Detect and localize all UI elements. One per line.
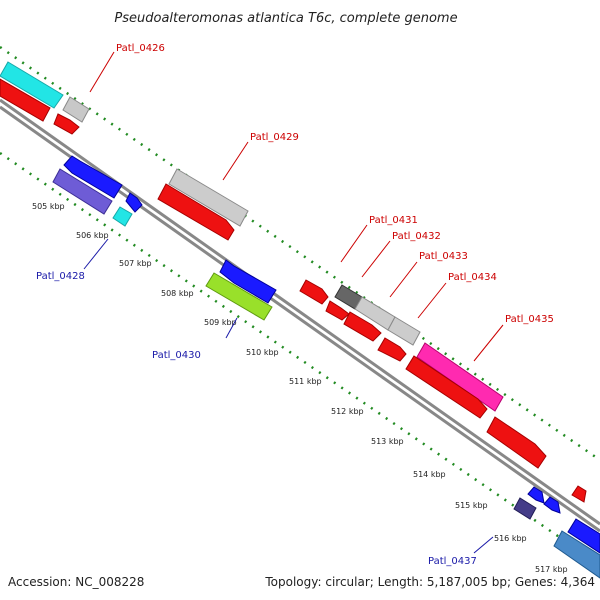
gene-label-patl-0435: Patl_0435 (505, 314, 554, 325)
gene-red-forward-9 (486, 416, 547, 469)
map-title: Pseudoalteromonas atlantica T6c, complet… (114, 11, 457, 26)
gene-red-forward-8 (405, 355, 488, 419)
gene-red-forward-6 (343, 311, 382, 342)
tick-label-506: 506 kbp (76, 231, 109, 240)
gene-grey-forward-2 (168, 168, 249, 227)
tick-label-513: 513 kbp (371, 437, 404, 446)
leader-line-patl-0435 (473, 324, 504, 362)
tick-label-507: 507 kbp (119, 259, 152, 268)
forward-tick-ring (0, 45, 600, 462)
gene-red-forward-7 (377, 337, 407, 362)
leader-line-patl-0430 (225, 317, 238, 339)
gene-label-patl-0433: Patl_0433 (419, 251, 468, 262)
gene-blue-reverse-6 (567, 518, 600, 554)
gene-purple-reverse (52, 168, 113, 215)
tick-label-514: 514 kbp (413, 470, 446, 479)
tick-label-511: 511 kbp (289, 377, 322, 386)
backbone-line-outer (0, 98, 600, 526)
gene-red-forward-10 (571, 485, 587, 503)
tick-label-509: 509 kbp (204, 318, 237, 327)
gene-blue-reverse-3 (219, 259, 277, 304)
gene-steelblue-reverse (553, 530, 600, 579)
tick-label-512: 512 kbp (331, 407, 364, 416)
tick-label-508: 508 kbp (161, 289, 194, 298)
gene-green-reverse (205, 272, 273, 321)
leader-line-patl-0426 (89, 51, 115, 93)
gene-label-patl-0431: Patl_0431 (369, 215, 418, 226)
gene-blue-reverse-5 (543, 496, 561, 514)
tick-label-505: 505 kbp (32, 202, 65, 211)
leader-line-patl-0437 (473, 536, 494, 554)
gene-blue-reverse-1 (63, 155, 123, 199)
gene-label-patl-0430: Patl_0430 (152, 350, 201, 361)
gene-red-forward-4 (299, 279, 329, 305)
leader-line-patl-0433 (389, 261, 418, 298)
accession-text: Accession: NC_008228 (8, 575, 144, 589)
gene-magenta-forward (416, 342, 504, 412)
gene-label-patl-0432: Patl_0432 (392, 231, 441, 242)
gene-grey-forward-1 (62, 96, 90, 123)
gene-red-forward-1 (0, 78, 51, 122)
tick-label-516: 516 kbp (494, 534, 527, 543)
tick-label-510: 510 kbp (246, 348, 279, 357)
reverse-tick-ring (0, 151, 600, 567)
gene-label-patl-0437: Patl_0437 (428, 556, 477, 567)
gene-red-forward-2 (53, 113, 80, 135)
gene-label-patl-0434: Patl_0434 (448, 272, 497, 283)
leader-line-patl-0429 (222, 141, 249, 181)
gene-red-forward-3 (157, 183, 235, 241)
gene-navy-reverse (513, 497, 537, 520)
leader-line-patl-0428 (83, 238, 109, 270)
gene-label-patl-0429: Patl_0429 (250, 132, 299, 143)
gene-red-forward-5 (325, 300, 350, 321)
tick-label-517: 517 kbp (535, 565, 568, 574)
gene-label-patl-0426: Patl_0426 (116, 43, 165, 54)
gene-blue-reverse-2 (125, 192, 143, 213)
genome-summary-text: Topology: circular; Length: 5,187,005 bp… (264, 575, 595, 589)
gene-cyan-reverse (112, 206, 133, 227)
tick-label-515: 515 kbp (455, 501, 488, 510)
leader-line-patl-0431 (340, 224, 368, 263)
gene-label-patl-0428: Patl_0428 (36, 271, 85, 282)
gene-grey-forward-4 (387, 316, 421, 346)
leader-line-patl-0434 (417, 282, 447, 319)
gene-cyan-forward (0, 61, 64, 109)
leader-line-patl-0432 (361, 240, 391, 278)
gene-blue-reverse-4 (527, 486, 545, 504)
